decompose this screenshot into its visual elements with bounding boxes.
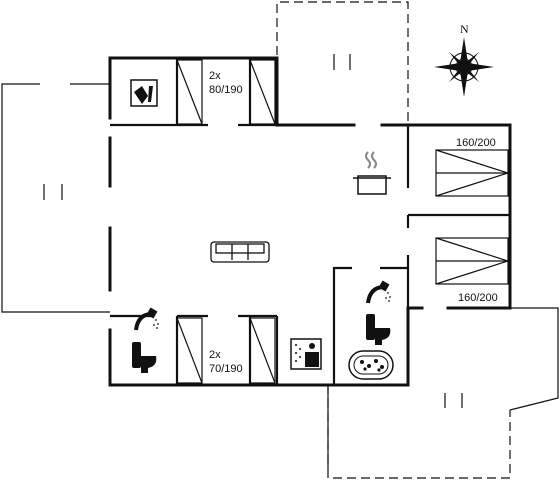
shower-icon xyxy=(134,307,159,331)
sauna-icon xyxy=(290,338,322,370)
bed-top-left-size: 80/190 xyxy=(209,84,243,96)
exterior-walls xyxy=(108,56,512,387)
shower-icon-right xyxy=(366,280,391,304)
toilet-icon-right xyxy=(366,314,391,345)
bunk-bed-bottom-right xyxy=(249,317,276,384)
bed-right-bottom-size: 160/200 xyxy=(458,292,498,304)
compass-north-label: N xyxy=(460,22,469,36)
terrace-left xyxy=(1,83,110,313)
bed-top-left-count: 2x xyxy=(209,70,221,82)
spa-bath-icon xyxy=(348,350,394,380)
interior-walls xyxy=(110,58,510,385)
bunk-bed-top-right xyxy=(249,59,276,125)
bed-bottom-size: 70/190 xyxy=(209,363,243,375)
terrace-bottom-dashed xyxy=(327,385,511,479)
washing-machine-icon xyxy=(130,79,158,107)
double-bed-bottom xyxy=(435,237,510,285)
cooking-pot-icon xyxy=(353,151,391,195)
bed-bottom-count: 2x xyxy=(209,349,221,361)
terrace-bottom-right xyxy=(327,307,559,470)
double-bed-top xyxy=(435,149,510,197)
bunk-bed-top-left xyxy=(176,59,203,125)
bed-right-top-size: 160/200 xyxy=(456,137,496,149)
sofa-icon xyxy=(210,241,270,263)
terrace-top-dashed xyxy=(276,1,409,125)
toilet-icon xyxy=(132,342,157,373)
terrace-marks xyxy=(43,54,463,408)
bunk-bed-bottom-left xyxy=(176,317,203,384)
compass-rose-icon xyxy=(434,37,494,97)
